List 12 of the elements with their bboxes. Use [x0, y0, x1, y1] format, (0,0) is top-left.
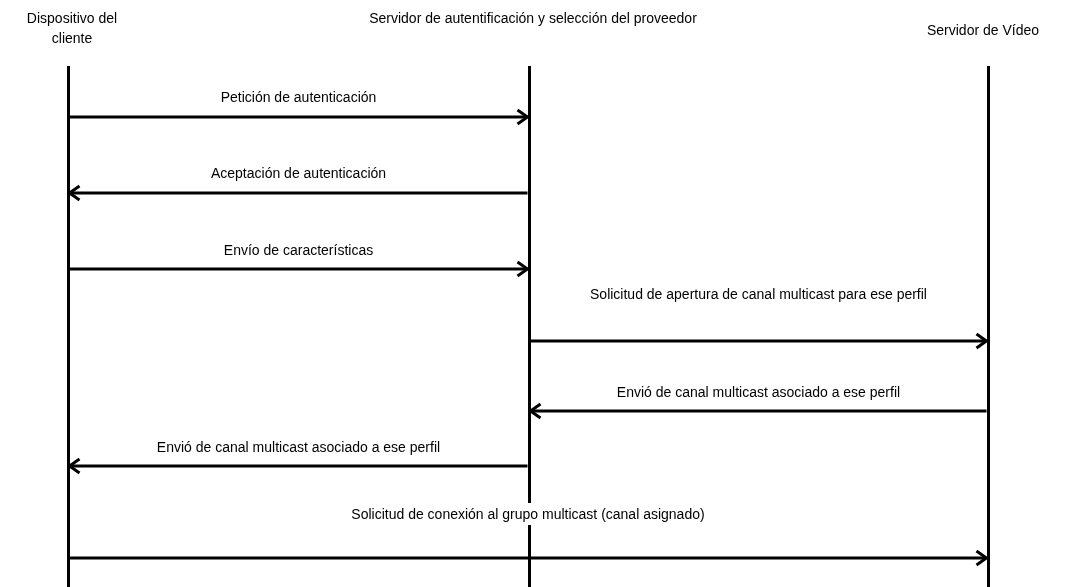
message-arrow	[530, 332, 988, 350]
message-arrow	[69, 108, 529, 126]
message-arrow	[529, 402, 987, 420]
participant-label: Servidor de Vídeo	[926, 21, 1040, 40]
message-arrow	[69, 260, 529, 278]
participant-label: Servidor de autentificación y selección del proveedor	[369, 9, 697, 28]
message-arrow	[68, 457, 528, 475]
participant-label: Dispositivo del cliente	[25, 9, 119, 48]
message-arrow	[68, 184, 528, 202]
lifeline	[66, 66, 70, 587]
lifeline	[986, 66, 990, 587]
message-arrow	[69, 549, 988, 567]
